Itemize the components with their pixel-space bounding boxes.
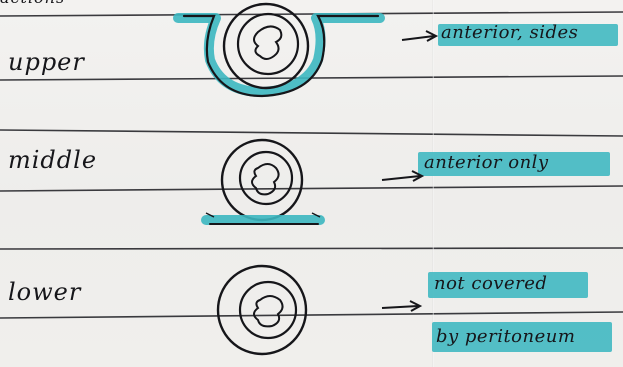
lower-section-icon (218, 266, 306, 354)
upper-arrow (402, 31, 436, 41)
lower-arrow (382, 301, 420, 311)
middle-arrow (382, 171, 422, 181)
middle-peritoneum-highlight (206, 213, 320, 224)
middle-section-icon (222, 140, 302, 220)
upper-section-icon (224, 4, 308, 88)
